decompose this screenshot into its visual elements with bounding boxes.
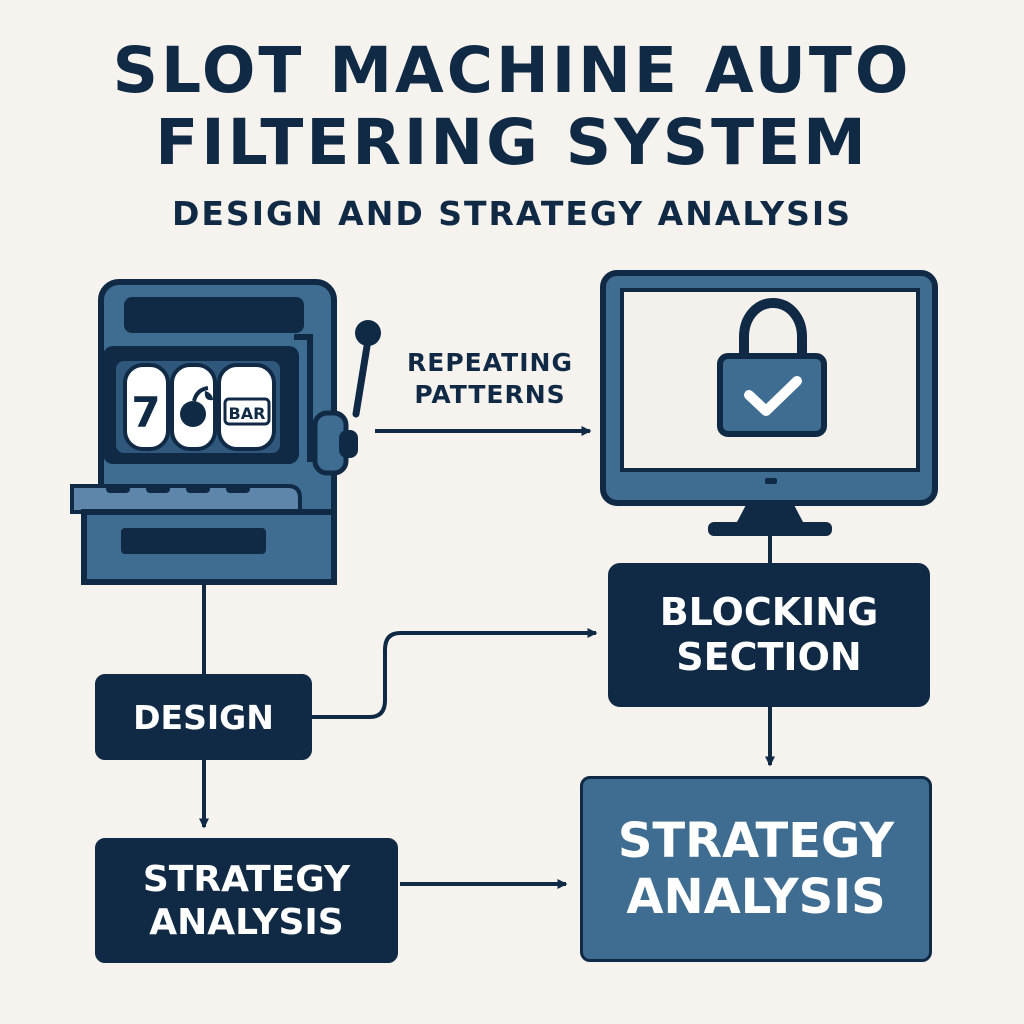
design-label: DESIGN	[133, 697, 274, 737]
flow-connectors	[199, 426, 775, 889]
diagram-title: SLOT MACHINE AUTO FILTERING SYSTEM	[112, 34, 912, 179]
blocking-section-box: BLOCKING SECTION	[608, 563, 930, 707]
strategy-analysis-right-box: STRATEGY ANALYSIS	[580, 776, 932, 962]
blocking-section-label: BLOCKING SECTION	[659, 590, 879, 679]
design-box: DESIGN	[95, 674, 312, 760]
reel-symbol-bar: BAR	[229, 404, 266, 423]
strategy-analysis-left-label: STRATEGY ANALYSIS	[142, 858, 351, 943]
cherry-icon	[180, 386, 213, 427]
lever-icon	[312, 320, 381, 476]
slot-machine-icon: 7 BAR	[70, 279, 381, 585]
reel-1	[123, 363, 170, 451]
padlock-with-checkmark-icon	[717, 297, 827, 437]
reel-symbol-seven: 7	[131, 388, 160, 437]
repeating-patterns-label: REPEATING PATTERNS	[407, 348, 573, 409]
diagram-subtitle: DESIGN AND STRATEGY ANALYSIS	[172, 194, 852, 233]
strategy-analysis-right-label: STRATEGY ANALYSIS	[617, 813, 895, 925]
strategy-analysis-left-box: STRATEGY ANALYSIS	[95, 838, 398, 963]
